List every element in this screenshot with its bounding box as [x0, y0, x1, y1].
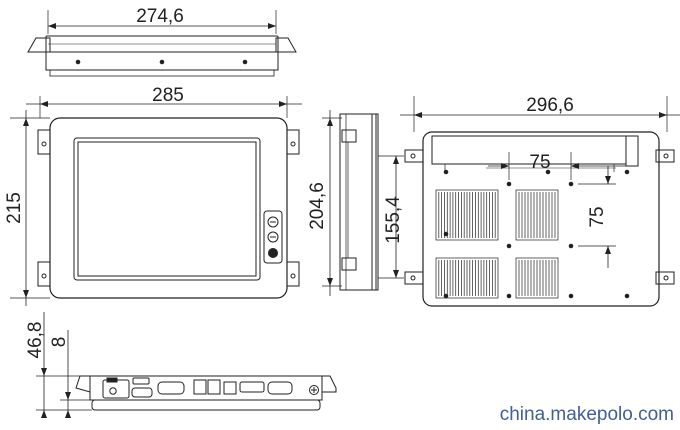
front-bezel: [49, 117, 288, 299]
usb-port: [132, 377, 150, 385]
back-width-label: 296,6: [526, 95, 574, 116]
ground-screw-icon: [309, 385, 319, 395]
hole-spacing-y-label: 75: [587, 206, 608, 227]
watermark: china.makepolo.com: [499, 404, 674, 425]
screen: [77, 141, 257, 277]
power-button-icon: [268, 248, 278, 258]
bottom-bezel-edge: [91, 399, 321, 411]
terminal-block: [239, 381, 265, 393]
top-view: 274,6: [27, 6, 297, 77]
usb-port-stack: [223, 381, 237, 395]
side-height-label: 204,6: [307, 182, 328, 230]
serial-port-1: [131, 387, 153, 398]
side-body: [339, 113, 377, 291]
back-housing: [422, 131, 660, 307]
vent-grille-bottom-left: [435, 257, 499, 299]
hole-spacing-x-label: 75: [529, 152, 550, 173]
front-button-panel: [263, 210, 283, 264]
top-width-label: 274,6: [136, 6, 184, 27]
bottom-view: 46,8 8: [25, 312, 337, 418]
vent-grille-top-left: [435, 189, 499, 241]
vent-grille-bottom-right: [515, 257, 559, 299]
back-view: 296,6 75: [378, 95, 680, 307]
front-button-1: [267, 216, 279, 228]
io-port-panel: [102, 377, 319, 399]
ethernet-port-2: [207, 379, 221, 395]
bottom-depth-label: 46,8: [25, 322, 46, 359]
ethernet-port-1: [193, 379, 207, 395]
serial-port-2: [157, 381, 185, 395]
bottom-thickness-label: 8: [49, 337, 70, 348]
front-button-2: [267, 231, 279, 243]
side-view: 204,6: [307, 110, 379, 296]
front-width-label: 285: [152, 85, 184, 106]
back-height-label: 155,4: [383, 196, 404, 244]
front-height-label: 215: [4, 192, 25, 224]
vga-port: [267, 381, 293, 395]
screen-outer: [73, 137, 261, 281]
vent-grille-top-right: [515, 189, 559, 241]
front-view: 285 215: [4, 85, 302, 306]
